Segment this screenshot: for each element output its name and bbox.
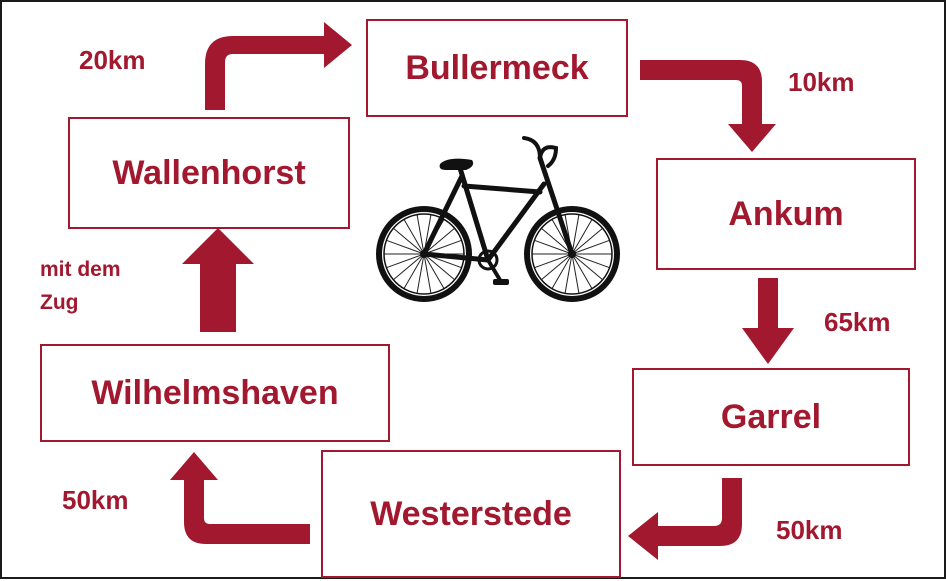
arrow-wallenhorst-bullermeck <box>205 22 352 110</box>
front-wheel <box>524 206 620 302</box>
front-wheel-rim <box>531 213 613 295</box>
transfer-note-line1: mit dem <box>40 258 121 281</box>
wheel-spoke <box>571 227 603 255</box>
wheel-spoke <box>423 253 455 281</box>
wheel-spoke <box>423 227 455 255</box>
wheel-spoke <box>564 253 573 294</box>
transfer-note-line2: Zug <box>40 290 79 314</box>
station-garrel-label: Garrel <box>720 397 822 436</box>
station-westerstede-label: Westerstede <box>370 494 572 533</box>
wheel-spoke <box>534 253 573 269</box>
wheel-spoke <box>416 214 425 255</box>
arrow-wilhelmshaven-wallenhorst <box>182 228 254 332</box>
arrow-ankum-garrel <box>742 278 794 364</box>
wheel-spoke <box>423 239 462 255</box>
wheel-spoke <box>386 253 425 269</box>
crank-arm <box>486 258 502 282</box>
wheel-spoke <box>403 253 425 289</box>
saddle <box>439 158 474 170</box>
wheel-spoke <box>541 253 573 281</box>
wheel-spoke <box>534 239 573 255</box>
transfer-note: mit dem Zug <box>40 254 121 319</box>
wheel-spoke <box>551 253 573 289</box>
distance-garrel-westerstede: 50km <box>776 515 843 545</box>
rear-wheel <box>376 206 472 302</box>
station-wallenhorst: Wallenhorst <box>68 117 350 229</box>
wheel-spoke <box>571 253 603 281</box>
wheel-spoke <box>416 253 425 294</box>
arrow-bullermeck-ankum <box>640 60 776 152</box>
wheel-spoke <box>423 253 445 289</box>
station-wilhelmshaven: Wilhelmshaven <box>40 344 390 442</box>
rear-hub <box>420 250 428 258</box>
station-ankum: Ankum <box>656 158 916 270</box>
wheel-spoke <box>403 219 425 255</box>
station-ankum-label: Ankum <box>728 194 844 233</box>
station-wallenhorst-label: Wallenhorst <box>112 153 306 192</box>
wheel-spoke <box>571 219 593 255</box>
wheel-spoke <box>423 253 432 294</box>
bicycle-icon <box>376 136 620 302</box>
arrow-westerstede-wilhelmshaven <box>170 452 310 544</box>
station-bullermeck-label: Bullermeck <box>405 48 589 87</box>
front-hub <box>568 250 576 258</box>
wheel-spoke <box>571 239 610 255</box>
distance-bullermeck-ankum: 10km <box>788 67 855 97</box>
front-wheel-spokes <box>532 214 612 294</box>
wheel-spoke <box>541 227 573 255</box>
station-westerstede: Westerstede <box>321 450 621 578</box>
distance-westerstede-wilhelmshaven: 50km <box>62 485 129 515</box>
wheel-spoke <box>393 227 425 255</box>
distance-ankum-garrel: 65km <box>824 307 891 337</box>
wheel-spoke <box>571 253 610 269</box>
wheel-spoke <box>571 214 580 255</box>
wheel-spoke <box>571 253 580 294</box>
station-bullermeck: Bullermeck <box>366 19 628 117</box>
distance-wallenhorst-bullermeck: 20km <box>79 45 146 75</box>
wheel-spoke <box>571 253 593 289</box>
arrow-garrel-westerstede <box>628 478 742 560</box>
handlebar <box>522 136 559 168</box>
station-wilhelmshaven-label: Wilhelmshaven <box>91 373 339 412</box>
pedal <box>493 279 509 285</box>
bike-frame <box>421 155 575 263</box>
station-garrel: Garrel <box>632 368 910 466</box>
rear-wheel-rim <box>383 213 465 295</box>
wheel-spoke <box>386 239 425 255</box>
wheel-spoke <box>393 253 425 281</box>
chainring <box>477 249 499 271</box>
